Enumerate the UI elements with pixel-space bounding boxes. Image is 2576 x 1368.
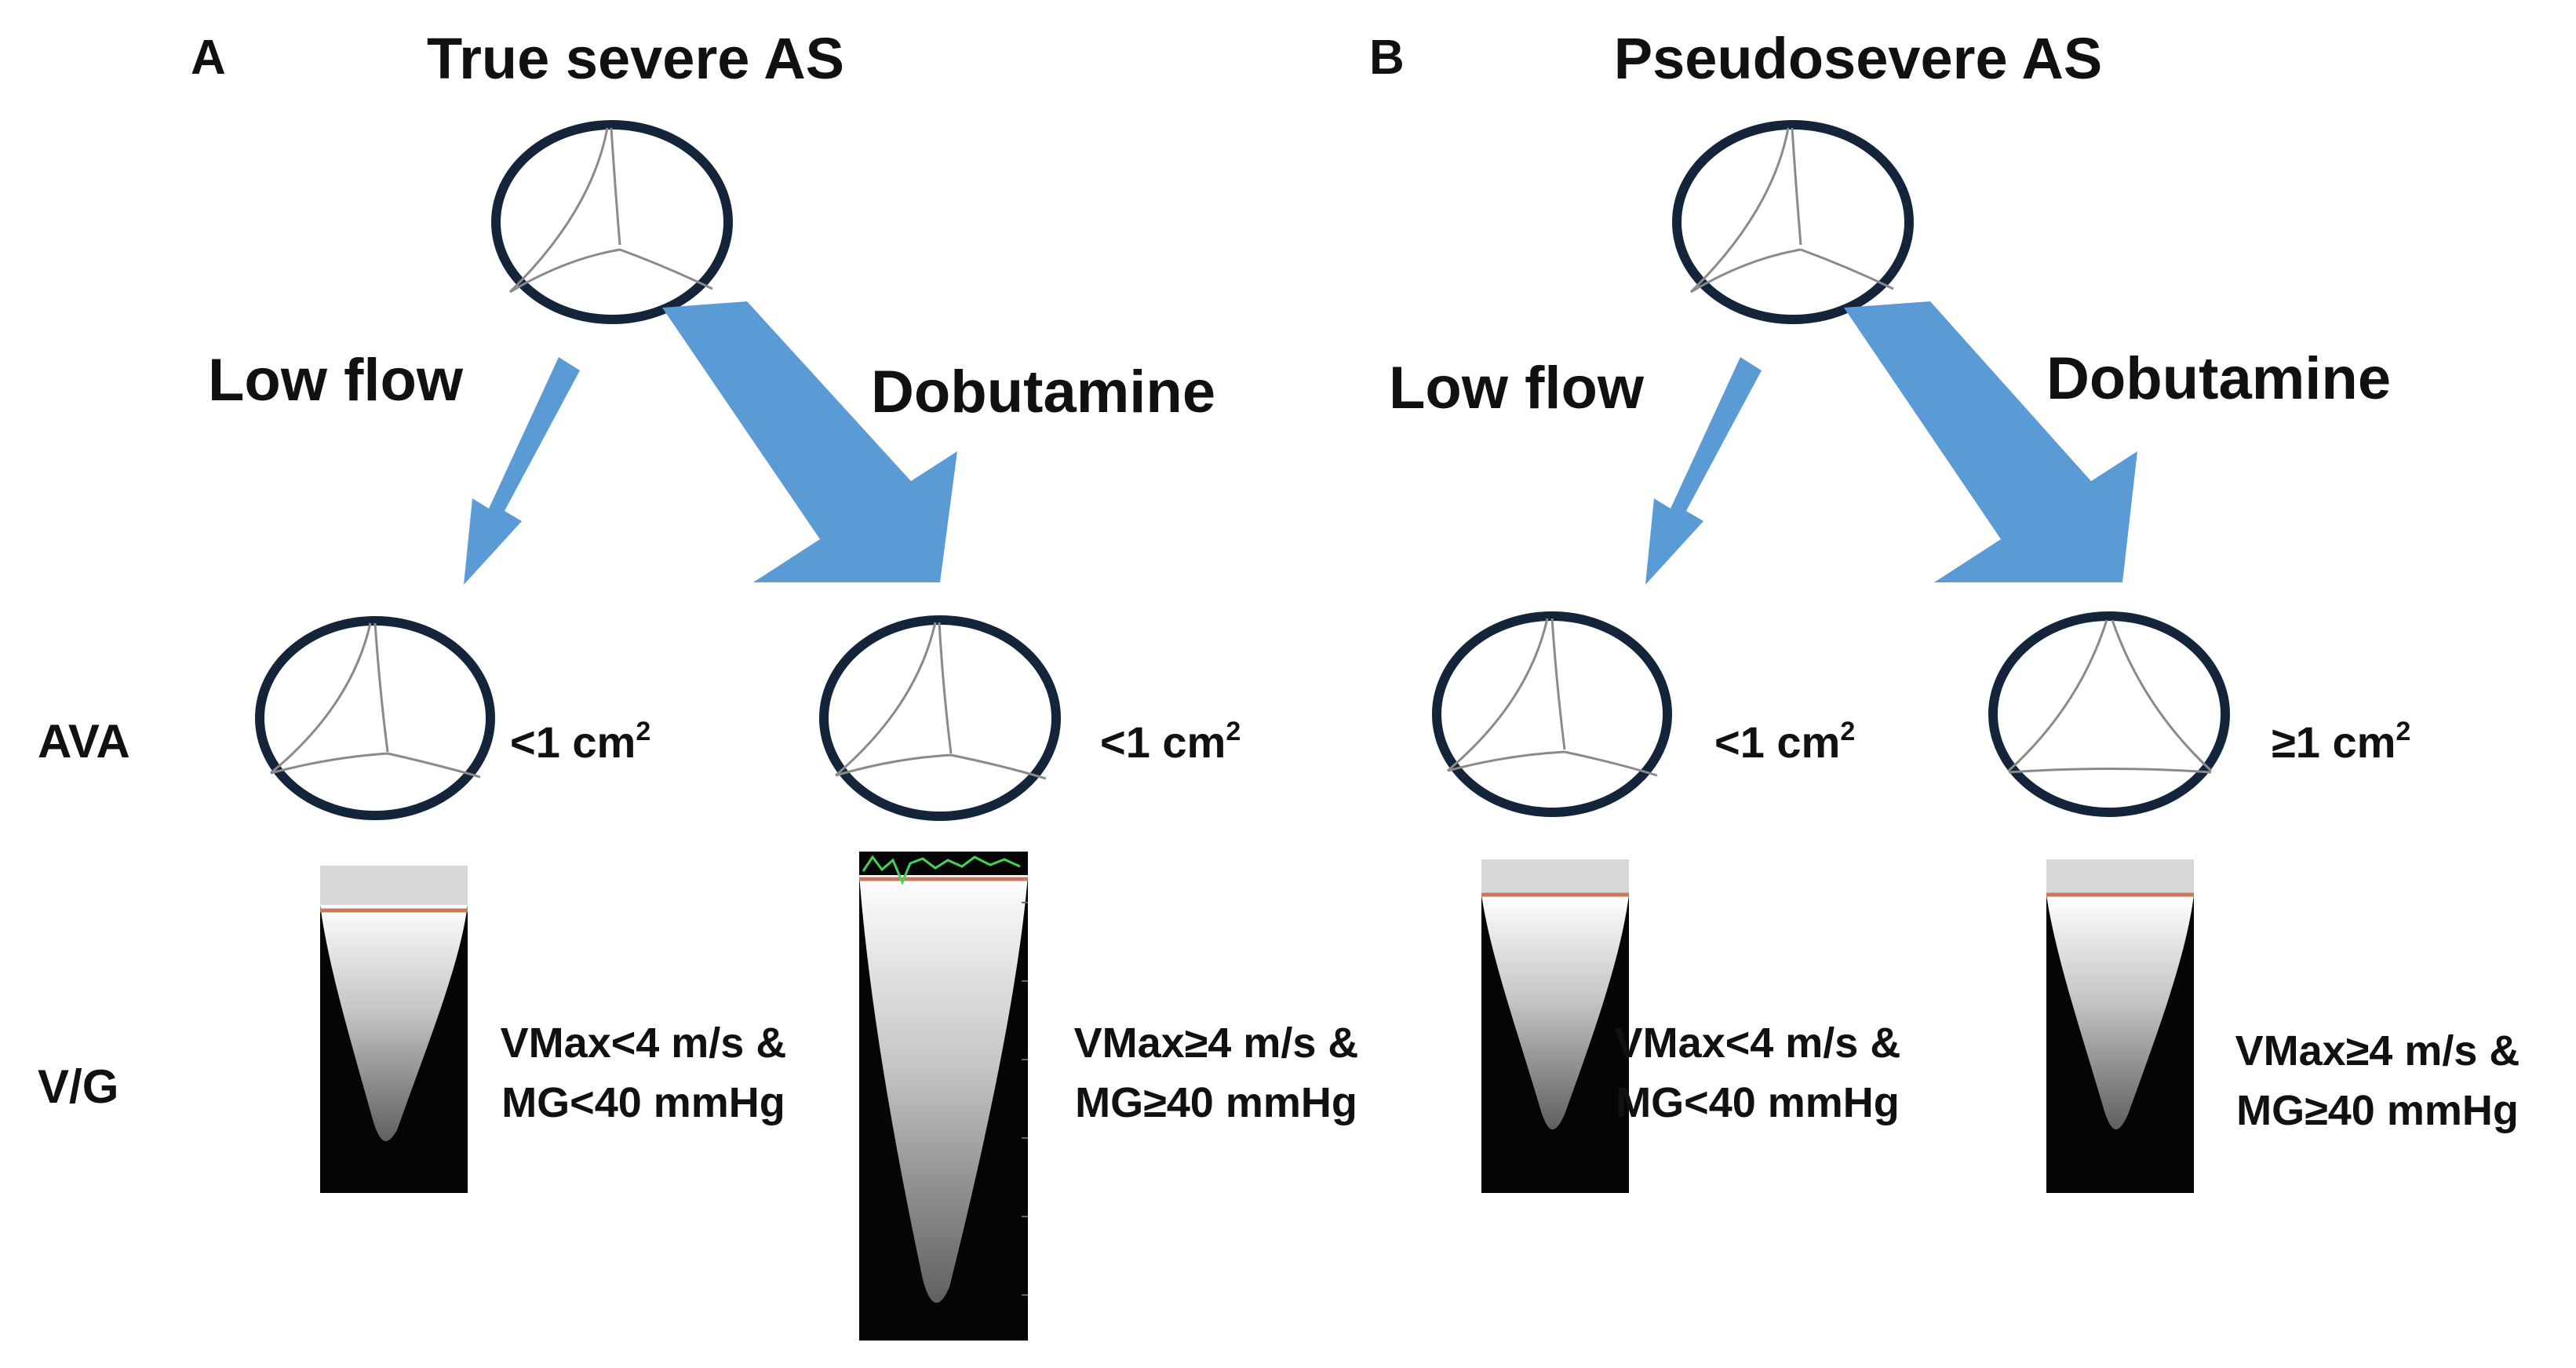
svg-text:<1 cm2: <1 cm2 xyxy=(510,717,650,767)
vg-value: MG<40 mmHg xyxy=(501,1079,785,1126)
vg-value: MG≥40 mmHg xyxy=(2236,1087,2519,1134)
doppler-image xyxy=(859,852,1028,1341)
low-flow-label: Low flow xyxy=(1389,355,1645,421)
vg-value: MG≥40 mmHg xyxy=(1075,1079,1357,1126)
valve-icon xyxy=(491,120,733,324)
row-label-ava: AVA xyxy=(38,715,130,768)
low-flow-arrow xyxy=(464,357,580,585)
panel-title-a: True severe AS xyxy=(427,26,844,91)
svg-text:<1 cm2: <1 cm2 xyxy=(1100,717,1241,767)
dobutamine-arrow xyxy=(662,301,957,582)
panel-letter-b: B xyxy=(1369,31,1405,85)
low-flow-arrow xyxy=(1645,357,1762,585)
low-flow-label: Low flow xyxy=(208,347,464,414)
ava-value: <1 cm2 xyxy=(1714,717,1855,767)
valve-icon xyxy=(1432,611,1672,817)
vg-value: VMax<4 m/s & xyxy=(1615,1020,1901,1067)
svg-text:≥1 cm2: ≥1 cm2 xyxy=(2272,717,2410,767)
ava-value: ≥1 cm2 xyxy=(2272,717,2410,767)
valve-icon xyxy=(1988,611,2230,817)
dobutamine-label: Dobutamine xyxy=(2046,345,2391,412)
valve-icon xyxy=(1672,120,1914,324)
vg-value: VMax≥4 m/s & xyxy=(1074,1020,1359,1067)
dobutamine-arrow xyxy=(1844,301,2137,582)
ava-value: <1 cm2 xyxy=(510,717,650,767)
valve-icon xyxy=(255,616,495,820)
ava-value: <1 cm2 xyxy=(1100,717,1241,767)
valve-icon xyxy=(819,615,1061,821)
vg-value: VMax≥4 m/s & xyxy=(2235,1027,2520,1074)
dobutamine-label: Dobutamine xyxy=(871,359,1215,425)
vg-value: MG<40 mmHg xyxy=(1616,1079,1900,1126)
svg-text:<1 cm2: <1 cm2 xyxy=(1714,717,1855,767)
row-label-vg: V/G xyxy=(38,1060,118,1113)
panel-a: A True severe AS Low flow Dobutamine xyxy=(191,26,1358,1341)
vg-value: VMax<4 m/s & xyxy=(501,1020,787,1067)
doppler-image xyxy=(1481,859,1629,1193)
panel-b: B Pseudosevere AS Low flow Dobutamine xyxy=(1369,26,2520,1193)
panel-letter-a: A xyxy=(191,31,226,85)
panel-title-b: Pseudosevere AS xyxy=(1614,26,2102,91)
doppler-image xyxy=(320,866,468,1193)
doppler-image xyxy=(2046,859,2194,1193)
